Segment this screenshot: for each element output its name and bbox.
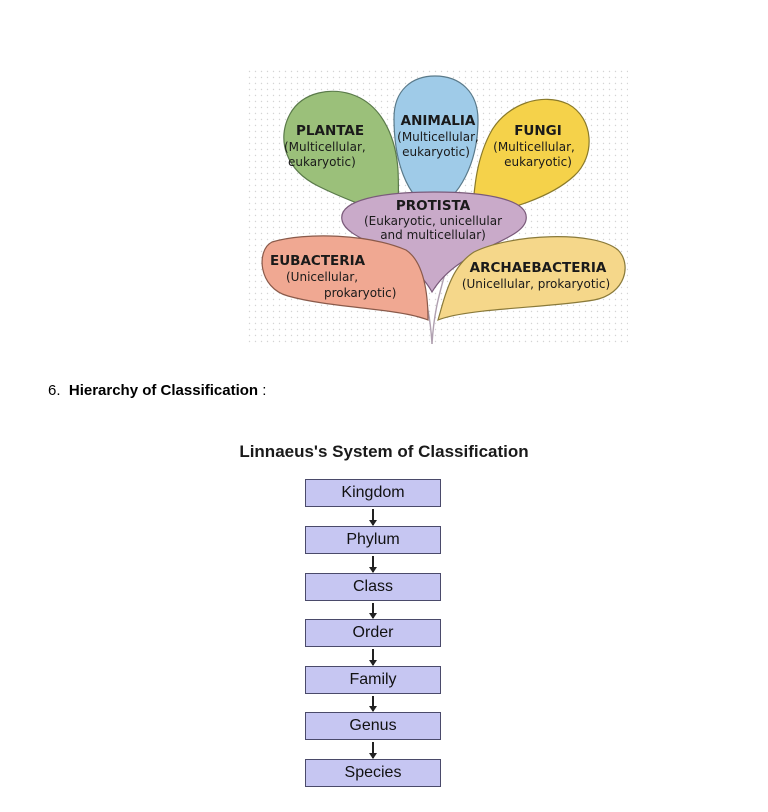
label-archaebacteria: ARCHAEBACTERIA (Unicellular, prokaryotic… <box>462 260 610 291</box>
label-plantae: PLANTAE (Multicellular, eukaryotic) <box>284 123 366 169</box>
kingdom-desc: (Multicellular, <box>284 140 366 154</box>
petal-eubacteria <box>261 235 429 321</box>
label-fungi: FUNGI (Multicellular, eukaryotic) <box>493 123 575 169</box>
label-eubacteria: EUBACTERIA (Unicellular, prokaryotic) <box>270 253 396 300</box>
level-family: Family <box>305 666 441 694</box>
section-title: Hierarchy of Classification <box>68 382 259 399</box>
arrow-down <box>369 649 377 666</box>
section-heading: 6. Hierarchy of Classification : <box>48 382 266 399</box>
hierarchy-title: Linnaeus's System of Classification <box>239 442 529 461</box>
kingdom-name: ARCHAEBACTERIA <box>470 260 607 276</box>
arrow-down <box>369 696 377 712</box>
section-suffix: : <box>262 382 267 399</box>
section-number: 6. <box>48 382 61 399</box>
kingdom-desc: (Multicellular, <box>397 130 479 144</box>
arrow-down <box>369 603 377 619</box>
kingdom-name: ANIMALIA <box>401 113 476 129</box>
petal-plantae <box>283 90 400 219</box>
kingdom-desc: eukaryotic) <box>504 155 572 169</box>
kingdom-desc: (Unicellular, <box>286 270 358 284</box>
kingdom-desc: eukaryotic) <box>288 155 356 169</box>
kingdom-desc: eukaryotic) <box>402 145 470 159</box>
arrow-down <box>369 556 377 573</box>
label-protista: PROTISTA (Eukaryotic, unicellular and mu… <box>364 198 502 242</box>
kingdom-desc: and multicellular) <box>380 228 486 242</box>
kingdom-name: EUBACTERIA <box>270 253 366 269</box>
level-kingdom: Kingdom <box>305 479 441 507</box>
kingdom-name: PLANTAE <box>296 123 364 139</box>
kingdom-name: FUNGI <box>514 123 562 139</box>
level-order: Order <box>305 619 441 647</box>
petal-archaebacteria <box>437 236 626 322</box>
kingdom-desc: (Unicellular, prokaryotic) <box>462 277 610 291</box>
petal-fungi <box>471 98 590 219</box>
level-class: Class <box>305 573 441 601</box>
six-kingdoms-diagram: PLANTAE (Multicellular, eukaryotic) ANIM… <box>248 70 628 346</box>
arrow-down <box>369 742 377 759</box>
level-phylum: Phylum <box>305 526 441 554</box>
label-animalia: ANIMALIA (Multicellular, eukaryotic) <box>397 113 479 159</box>
arrow-down <box>369 509 377 526</box>
kingdom-desc: (Multicellular, <box>493 140 575 154</box>
kingdom-name: PROTISTA <box>396 198 471 214</box>
petal-animalia <box>393 75 479 211</box>
level-genus: Genus <box>305 712 441 740</box>
level-species: Species <box>305 759 441 787</box>
kingdom-desc: prokaryotic) <box>324 286 396 300</box>
kingdom-desc: (Eukaryotic, unicellular <box>364 214 502 228</box>
